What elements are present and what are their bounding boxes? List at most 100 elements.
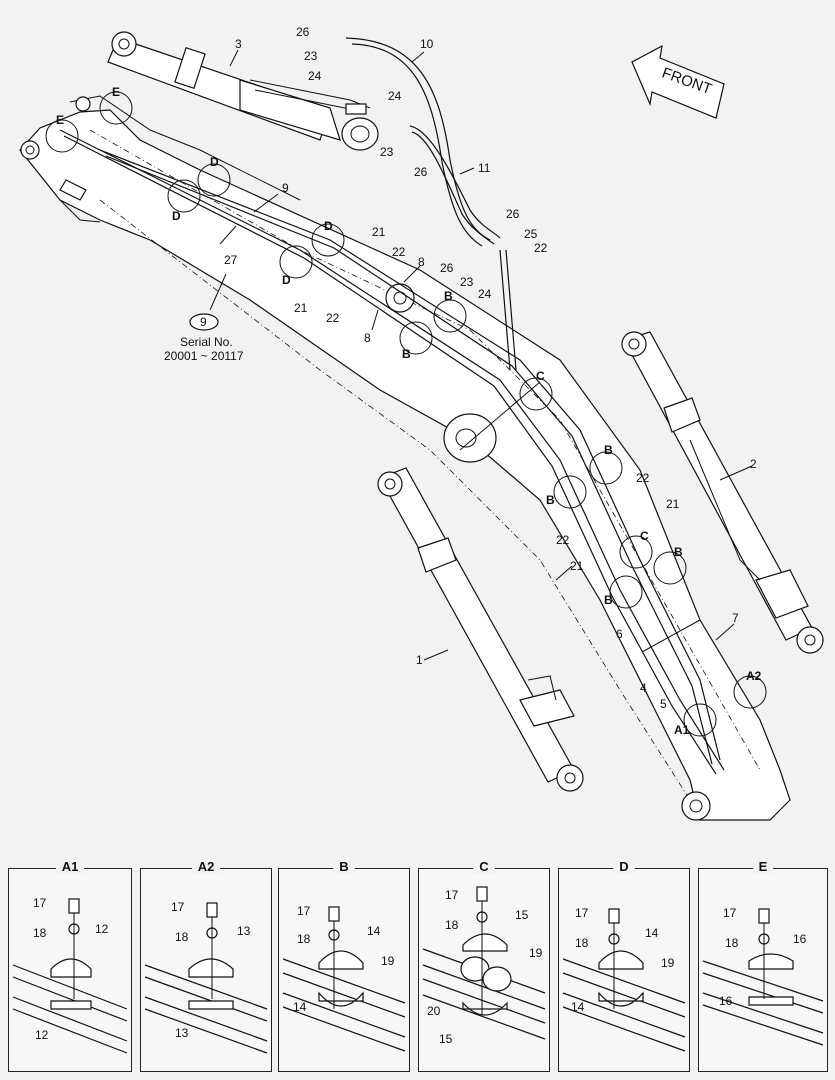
d-label-17: 17	[575, 906, 589, 920]
c-label-19: 19	[529, 946, 543, 960]
callout-26b: 26	[414, 165, 428, 179]
callout-21c: 21	[666, 497, 680, 511]
clamp-d-drawing: 17 18 14 19 14	[562, 906, 686, 1052]
clamp-label-a1: A1	[674, 723, 690, 737]
detail-panel-a1: A1 17 18 12 12	[8, 859, 132, 1072]
serial-note: 9 Serial No. 20001 ~ 20117	[164, 313, 244, 363]
callout-21d: 21	[570, 559, 584, 573]
clamp-label-b6: B	[604, 593, 613, 607]
callout-26a: 26	[296, 25, 310, 39]
callout-22e: 22	[556, 533, 570, 547]
a1-label-18: 18	[33, 926, 47, 940]
callout-23b: 23	[380, 145, 394, 159]
clamp-label-b5: B	[674, 545, 683, 559]
callout-7: 7	[732, 611, 739, 625]
callout-26c: 26	[506, 207, 520, 221]
leader-lines	[209, 49, 753, 661]
clamp-label-d1: D	[210, 155, 219, 169]
clamp-label-c2: C	[640, 529, 649, 543]
panel-title-a1: A1	[55, 859, 85, 874]
boom-pipes	[59, 129, 725, 775]
callout-22c: 22	[534, 241, 548, 255]
d-label-19: 19	[661, 956, 675, 970]
e-label-16b: 16	[719, 994, 733, 1008]
callout-27: 27	[224, 253, 238, 267]
clamp-a1-drawing: 17 18 12 12	[12, 896, 128, 1054]
a2-label-13b: 13	[175, 1026, 189, 1040]
clamp-label-e2: E	[56, 113, 64, 127]
a1-label-17: 17	[33, 896, 47, 910]
serial-ref: 9	[200, 315, 207, 329]
arm-cylinder	[107, 31, 379, 151]
callout-23a: 23	[304, 49, 318, 63]
clamp-label-e1: E	[112, 85, 120, 99]
callout-11: 11	[478, 161, 491, 175]
boom-hydraulic-piping-diagram: FRONT	[19, 25, 824, 821]
callout-24c: 24	[478, 287, 492, 301]
detail-panel-b: B 17 18 14 19 14	[278, 859, 410, 1072]
clamp-c-drawing: 17 18 15 19 20 15	[422, 886, 546, 1046]
serial-line1: Serial No.	[180, 335, 233, 349]
callout-3: 3	[235, 37, 242, 51]
callout-24b: 24	[388, 89, 402, 103]
callout-9: 9	[282, 181, 289, 195]
callout-23c: 23	[460, 275, 474, 289]
serial-line2: 20001 ~ 20117	[164, 349, 244, 363]
panel-title-a2: A2	[191, 859, 221, 874]
callout-10: 10	[420, 37, 434, 51]
detail-panel-d: D 17 18 14 19 14	[558, 859, 690, 1072]
hoses-arm-cylinder	[345, 37, 501, 247]
callout-8b: 8	[364, 331, 371, 345]
clamp-b-drawing: 17 18 14 19 14	[282, 904, 406, 1052]
callout-22b: 22	[326, 311, 340, 325]
clamp-markers	[45, 91, 767, 737]
a1-label-12a: 12	[95, 922, 109, 936]
clamp-label-c1: C	[536, 369, 545, 383]
c-label-18: 18	[445, 918, 459, 932]
callout-21b: 21	[294, 301, 308, 315]
a2-label-13a: 13	[237, 924, 251, 938]
callout-26d: 26	[440, 261, 454, 275]
callout-22a: 22	[392, 245, 406, 259]
callout-6: 6	[616, 627, 623, 641]
callout-4: 4	[640, 681, 647, 695]
detail-panel-e: E 17 18 16 16	[698, 859, 828, 1072]
e-label-16a: 16	[793, 932, 807, 946]
clamp-label-a2: A2	[746, 669, 762, 683]
a1-label-12b: 12	[35, 1028, 49, 1042]
d-label-14b: 14	[571, 1000, 585, 1014]
callout-5: 5	[660, 697, 667, 711]
a2-label-18: 18	[175, 930, 189, 944]
boom-cylinder-left	[377, 467, 584, 792]
boom-cylinder-right	[621, 331, 824, 654]
d-label-18: 18	[575, 936, 589, 950]
callout-25: 25	[524, 227, 538, 241]
b-label-14b: 14	[293, 1000, 307, 1014]
front-arrow-icon: FRONT	[631, 44, 725, 119]
callout-21a: 21	[372, 225, 386, 239]
panel-title-c: C	[473, 859, 495, 874]
callout-numbers: 1 2 3 4 5 6 7 8 8 9 10 11 21 21 21 21 22…	[224, 25, 757, 711]
c-label-15a: 15	[515, 908, 529, 922]
clamp-a2-drawing: 17 18 13 13	[144, 900, 268, 1054]
clamp-label-b2: B	[402, 347, 411, 361]
c-label-15b: 15	[439, 1032, 453, 1046]
c-label-17: 17	[445, 888, 459, 902]
e-label-17: 17	[723, 906, 737, 920]
panel-title-d: D	[613, 859, 635, 874]
clamp-label-d4: D	[282, 273, 291, 287]
clamp-e-drawing: 17 18 16 16	[702, 906, 824, 1046]
boom-structure	[19, 95, 791, 821]
clamp-label-b3: B	[604, 443, 613, 457]
callout-8a: 8	[418, 255, 425, 269]
d-label-14a: 14	[645, 926, 659, 940]
c-label-20: 20	[427, 1004, 441, 1018]
b-label-18: 18	[297, 932, 311, 946]
panel-title-b: B	[333, 859, 355, 874]
callout-2: 2	[750, 457, 757, 471]
clamp-label-b4: B	[546, 493, 555, 507]
clamp-label-b1: B	[444, 289, 453, 303]
a2-label-17: 17	[171, 900, 185, 914]
panel-title-e: E	[752, 859, 774, 874]
clamp-labels: E E D D D D B B B B B B C C A1 A2	[56, 85, 762, 737]
